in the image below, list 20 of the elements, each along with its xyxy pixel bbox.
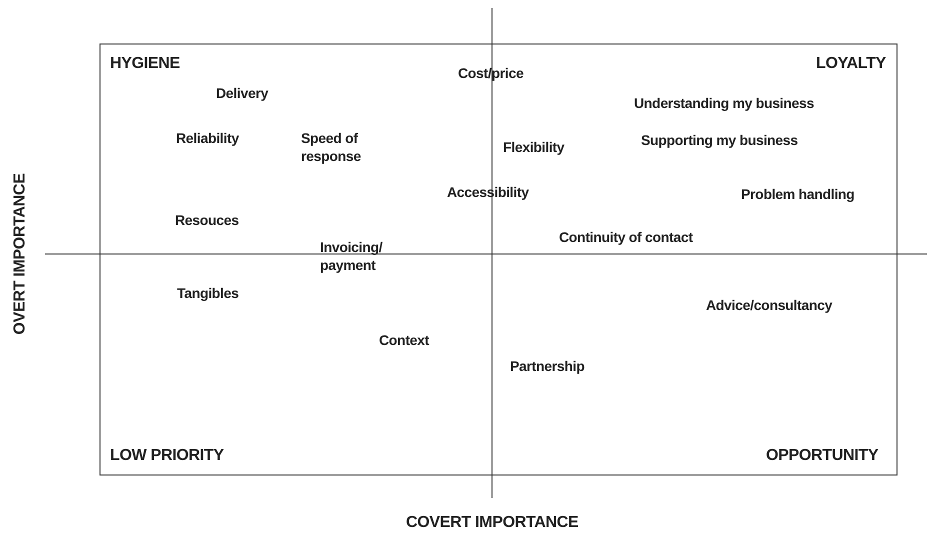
item-label: Understanding my business <box>634 94 814 112</box>
item-label: Flexibility <box>503 138 564 156</box>
item-label: Partnership <box>510 357 584 375</box>
item-label: Supporting my business <box>641 131 798 149</box>
axis-title: OVERT IMPORTANCE <box>11 173 30 335</box>
quadrant-title: OPPORTUNITY <box>766 447 878 465</box>
item-label: Advice/consultancy <box>706 296 832 314</box>
item-label: Continuity of contact <box>559 228 693 246</box>
item-label: Resouces <box>175 211 239 229</box>
item-label: Delivery <box>216 84 268 102</box>
item-label: Reliability <box>176 129 239 147</box>
item-label: Context <box>379 331 430 349</box>
axis-title: COVERT IMPORTANCE <box>406 514 578 532</box>
item-label: Invoicing/ payment <box>320 238 384 274</box>
item-label: Problem handling <box>741 185 854 203</box>
quadrant-title: LOYALTY <box>816 55 886 73</box>
quadrant-title: LOW PRIORITY <box>110 447 224 465</box>
item-label: Speed of response <box>301 129 362 165</box>
quadrant-title: HYGIENE <box>110 55 180 73</box>
item-label: Tangibles <box>177 284 239 302</box>
